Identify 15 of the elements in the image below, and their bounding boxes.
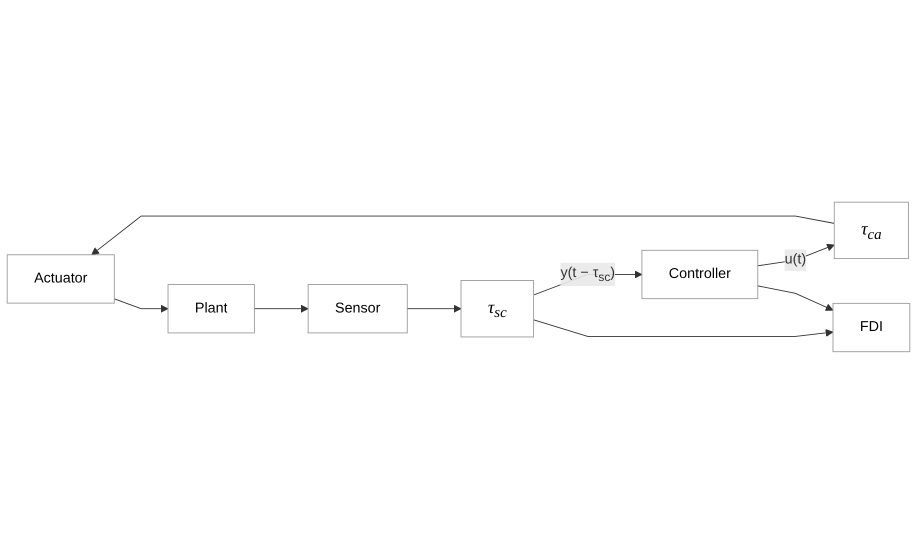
node-box: Actuator [6, 254, 115, 304]
node-box: τ$_{ca}$ [834, 202, 909, 260]
arrow [533, 319, 834, 337]
edge-label: u(t) [784, 252, 806, 268]
arrow [757, 286, 834, 311]
node-box: Plant [168, 284, 255, 334]
node-box: Controller [641, 250, 758, 300]
arrow [406, 304, 462, 313]
node-box: Sensor [308, 284, 408, 334]
arrow [114, 298, 168, 313]
arrow [254, 304, 308, 313]
node-box: FDI [832, 302, 910, 352]
node-box: τ$_{sc}$ [460, 280, 534, 338]
edge-label: y(t − τ$_{sc}$) [560, 266, 616, 284]
arrow [91, 216, 835, 256]
